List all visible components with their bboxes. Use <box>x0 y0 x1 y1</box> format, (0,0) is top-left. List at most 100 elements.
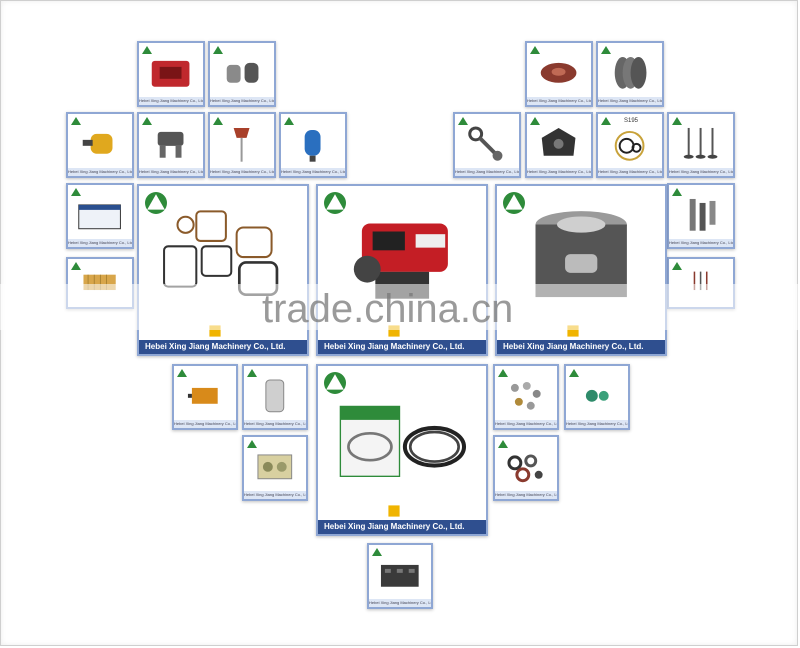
company-logo-icon <box>503 192 525 214</box>
company-logo-icon <box>601 117 611 125</box>
o-rings-label: S195 <box>624 118 639 124</box>
product-tile-air-filter[interactable]: Hebei Xing Jiang Machinery Co., Ltd. <box>242 364 308 430</box>
certification-marks <box>388 505 400 517</box>
product-tile-rocker-arm[interactable]: Hebei Xing Jiang Machinery Co., Ltd. <box>137 112 205 178</box>
company-logo-icon <box>247 440 257 448</box>
certification-marks <box>388 325 400 337</box>
bearings-seals-image <box>507 454 543 483</box>
company-logo-icon <box>498 369 508 377</box>
company-logo-icon <box>672 188 682 196</box>
company-logo-icon <box>372 548 382 556</box>
company-logo-icon <box>530 117 540 125</box>
product-tile-bushings[interactable]: Hebei Xing Jiang Machinery Co., Ltd. <box>208 41 276 107</box>
company-logo-icon <box>569 369 579 377</box>
product-tile-piston[interactable]: Hebei Xing Jiang Machinery Co., Ltd. <box>495 184 667 356</box>
tile-caption: Hebei Xing Jiang Machinery Co., Ltd. <box>318 520 486 534</box>
company-logo-icon <box>71 262 81 270</box>
product-tile-oil-dipstick[interactable]: Hebei Xing Jiang Machinery Co., Ltd. <box>208 112 276 178</box>
company-logo-icon <box>498 440 508 448</box>
fuel-filter-image <box>83 133 113 154</box>
company-logo-icon <box>145 192 167 214</box>
battery-image <box>78 204 122 230</box>
product-tile-bolts[interactable]: Hebei Xing Jiang Machinery Co., Ltd. <box>493 364 559 430</box>
company-logo-icon <box>142 117 152 125</box>
company-logo-icon <box>530 46 540 54</box>
product-tile-fuel-pump[interactable]: Hebei Xing Jiang Machinery Co., Ltd. <box>279 112 347 178</box>
product-tile-valves[interactable]: Hebei Xing Jiang Machinery Co., Ltd. <box>667 112 735 178</box>
valves-image <box>684 127 718 159</box>
pulley-image <box>615 56 647 89</box>
product-tile-o-rings[interactable]: S195 Hebei Xing Jiang Machinery Co., Ltd… <box>596 112 664 178</box>
tile-caption: Hebei Xing Jiang Machinery Co., Ltd. <box>455 168 519 176</box>
product-tile-oil-cooler[interactable]: Hebei Xing Jiang Machinery Co., Ltd. <box>172 364 238 430</box>
product-tile-battery[interactable]: Hebei Xing Jiang Machinery Co., Ltd. <box>66 183 134 249</box>
liner-plate-image <box>381 564 419 587</box>
tile-caption: Hebei Xing Jiang Machinery Co., Ltd. <box>68 168 132 176</box>
oil-dipstick-image <box>234 127 250 162</box>
tile-caption: Hebei Xing Jiang Machinery Co., Ltd. <box>495 420 557 428</box>
product-tile-pulley[interactable]: Hebei Xing Jiang Machinery Co., Ltd. <box>596 41 664 107</box>
tile-caption: Hebei Xing Jiang Machinery Co., Ltd. <box>210 168 274 176</box>
watermark-text: trade.china.cn <box>262 287 514 331</box>
tile-caption: Hebei Xing Jiang Machinery Co., Ltd. <box>68 239 132 247</box>
injectors-image <box>690 198 716 231</box>
tile-caption: Hebei Xing Jiang Machinery Co., Ltd. <box>669 239 733 247</box>
tile-caption: Hebei Xing Jiang Machinery Co., Ltd. <box>210 97 274 105</box>
product-tile-oil-pump[interactable]: Hebei Xing Jiang Machinery Co., Ltd. <box>525 112 593 178</box>
product-tile-connecting-rod[interactable]: Hebei Xing Jiang Machinery Co., Ltd. <box>453 112 521 178</box>
rocker-arm-image <box>158 131 184 158</box>
company-logo-icon <box>672 262 682 270</box>
boxed-parts-image <box>257 454 293 480</box>
o-rings-image <box>615 130 645 161</box>
product-tile-boxed-parts[interactable]: Hebei Xing Jiang Machinery Co., Ltd. <box>242 435 308 501</box>
tile-caption: Hebei Xing Jiang Machinery Co., Ltd. <box>527 168 591 176</box>
push-rods-image <box>694 271 708 290</box>
product-tile-cylinder-head[interactable]: Hebei Xing Jiang Machinery Co., Ltd. <box>137 41 205 107</box>
company-logo-icon <box>672 117 682 125</box>
certification-marks <box>209 325 221 337</box>
company-logo-icon <box>324 192 346 214</box>
product-tile-liner-plate[interactable]: Hebei Xing Jiang Machinery Co., Ltd. <box>367 543 433 609</box>
fuel-pump-image <box>305 129 321 162</box>
tile-caption: Hebei Xing Jiang Machinery Co., Ltd. <box>139 168 203 176</box>
tile-caption: Hebei Xing Jiang Machinery Co., Ltd. <box>318 340 486 354</box>
tile-caption: Hebei Xing Jiang Machinery Co., Ltd. <box>598 168 662 176</box>
product-tile-bearings-seals[interactable]: Hebei Xing Jiang Machinery Co., Ltd. <box>493 435 559 501</box>
tile-caption: Hebei Xing Jiang Machinery Co., Ltd. <box>527 97 591 105</box>
cylinder-head-image <box>152 60 190 87</box>
piston-rings-image <box>339 405 466 477</box>
company-logo-icon <box>177 369 187 377</box>
product-tile-fuel-filter[interactable]: Hebei Xing Jiang Machinery Co., Ltd. <box>66 112 134 178</box>
tile-caption: Hebei Xing Jiang Machinery Co., Ltd. <box>244 420 306 428</box>
bolts-image <box>511 381 541 410</box>
tile-caption: Hebei Xing Jiang Machinery Co., Ltd. <box>566 420 628 428</box>
company-logo-icon <box>458 117 468 125</box>
flywheel-image <box>541 62 577 83</box>
company-logo-icon <box>213 117 223 125</box>
tile-caption: Hebei Xing Jiang Machinery Co., Ltd. <box>495 491 557 499</box>
product-tile-flywheel[interactable]: Hebei Xing Jiang Machinery Co., Ltd. <box>525 41 593 107</box>
tile-caption: Hebei Xing Jiang Machinery Co., Ltd. <box>281 168 345 176</box>
air-filter-image <box>265 379 285 413</box>
company-logo-icon <box>213 46 223 54</box>
tile-caption: Hebei Xing Jiang Machinery Co., Ltd. <box>497 340 665 354</box>
tile-caption: Hebei Xing Jiang Machinery Co., Ltd. <box>139 340 307 354</box>
product-tile-piston-rings[interactable]: Hebei Xing Jiang Machinery Co., Ltd. <box>316 364 488 536</box>
oil-cooler-image <box>188 387 218 404</box>
product-tile-valve-parts[interactable]: Hebei Xing Jiang Machinery Co., Ltd. <box>564 364 630 430</box>
certification-marks <box>567 325 579 337</box>
company-logo-icon <box>71 188 81 196</box>
tile-caption: Hebei Xing Jiang Machinery Co., Ltd. <box>139 97 203 105</box>
company-logo-icon <box>142 46 152 54</box>
company-logo-icon <box>247 369 257 377</box>
oil-pump-image <box>542 127 576 156</box>
valve-parts-image <box>586 389 609 402</box>
company-logo-icon <box>324 372 346 394</box>
tile-caption: Hebei Xing Jiang Machinery Co., Ltd. <box>174 420 236 428</box>
tile-caption: Hebei Xing Jiang Machinery Co., Ltd. <box>369 599 431 607</box>
product-tile-injectors[interactable]: Hebei Xing Jiang Machinery Co., Ltd. <box>667 183 735 249</box>
tile-caption: Hebei Xing Jiang Machinery Co., Ltd. <box>598 97 662 105</box>
tile-caption: Hebei Xing Jiang Machinery Co., Ltd. <box>244 491 306 499</box>
watermark-band <box>0 284 800 330</box>
bushings-image <box>227 62 259 83</box>
